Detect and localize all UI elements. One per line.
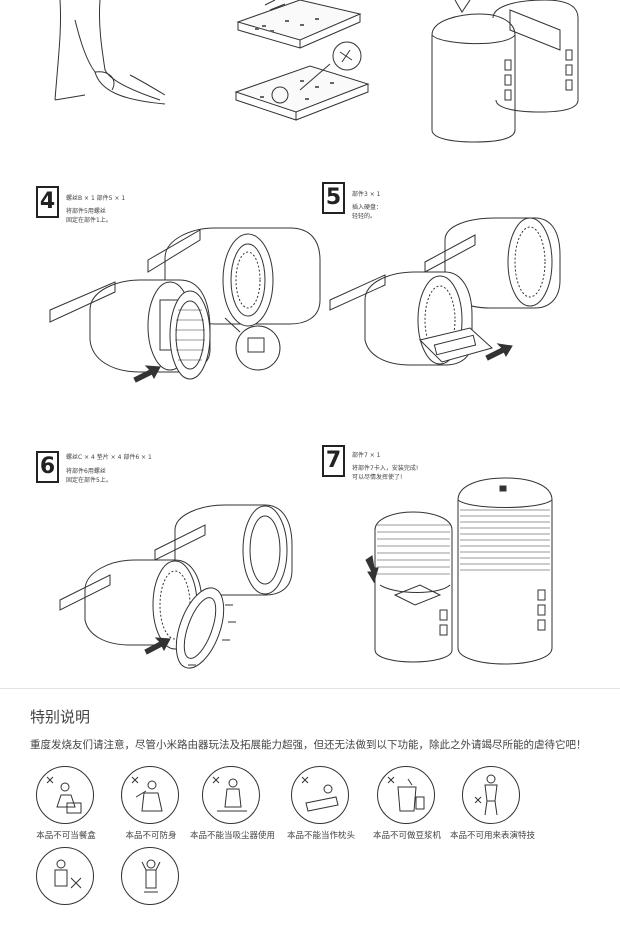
step-number: 5 — [322, 182, 345, 214]
step-instruction-line2: 可以尽情发挥使了! — [352, 474, 403, 481]
prohibition-label: 本品不可做豆浆机 — [372, 831, 441, 841]
step-parts: 螺丝C × 4 垫片 × 4 部件6 × 1 — [66, 454, 152, 461]
prohibition-item: 本品不可当餐盒 — [24, 766, 108, 844]
prohibition-label: 本品不能当作枕头 — [286, 831, 355, 841]
juggling-icon — [121, 847, 179, 905]
step-instruction-line2: 固定在部件5上。 — [66, 477, 112, 484]
section-title: 特别说明 — [30, 708, 91, 726]
step-4: 4 螺丝B × 1 部件5 × 1 将部件5用螺丝 固定在部件1上。 — [36, 186, 346, 436]
step-6: 6 螺丝C × 4 垫片 × 4 部件6 × 1 将部件6用螺丝 固定在部件5上… — [36, 447, 346, 697]
prohibition-item: 本品不可做豆浆机 — [365, 766, 449, 844]
prohibition-label: 本品不能当吸尘器使用 — [190, 831, 276, 841]
step-7-illustration — [365, 477, 553, 665]
prohibition-item: 本品不可防身 — [109, 766, 193, 844]
pillow-icon — [291, 766, 349, 824]
step-number: 7 — [322, 445, 345, 477]
step-instruction-line1: 插入硬盘： — [352, 204, 383, 211]
wrist-strap-illustration — [54, 0, 166, 105]
step-6-illustration — [59, 504, 293, 669]
router-case-illustration — [431, 0, 579, 143]
prohibition-item: 本品不能当吸尘器使用 — [190, 766, 276, 844]
vacuum-icon — [202, 766, 260, 824]
prohibition-label: 本品不可当餐盒 — [36, 831, 96, 841]
step-instruction-line1: 将部件6用螺丝 — [66, 468, 106, 475]
prohibition-item — [24, 847, 108, 925]
step-instruction-line2: 轻轻的。 — [352, 213, 377, 220]
step-instruction-line1: 将部件7卡入，安装完成! — [352, 465, 419, 472]
step-instruction-line1: 将部件5用螺丝 — [66, 208, 106, 215]
board-install-illustration — [234, 0, 370, 121]
lunchbox-icon — [36, 766, 94, 824]
stunt-icon — [462, 766, 520, 824]
step-parts: 部件3 × 1 — [352, 191, 381, 198]
cooking-icon — [36, 847, 94, 905]
prohibition-item: 本品不可用来表演特技 — [450, 766, 536, 844]
soymilk-maker-icon — [377, 766, 435, 824]
step-7: 7 部件7 × 1 将部件7卡入，安装完成! 可以尽情发挥使了! — [322, 443, 620, 693]
prohibition-label: 本品不可用来表演特技 — [450, 831, 536, 841]
prohibition-item: 本品不能当作枕头 — [279, 766, 363, 844]
step-number: 4 — [36, 186, 59, 218]
step-number: 6 — [36, 451, 59, 483]
section-description: 重度发烧友们请注意，尽管小米路由器玩法及拓展能力超强，但还无法做到以下功能，除此… — [30, 739, 587, 751]
step-parts: 螺丝B × 1 部件5 × 1 — [66, 195, 126, 202]
special-notice-section: 特别说明 重度发烧友们请注意，尽管小米路由器玩法及拓展能力超强，但还无法做到以下… — [0, 688, 620, 905]
step-5: 5 部件3 × 1 插入硬盘： 轻轻的。 — [322, 182, 620, 432]
step-5-illustration — [329, 217, 561, 366]
prohibition-label: 本品不可防身 — [125, 831, 177, 841]
step-parts: 部件7 × 1 — [352, 452, 381, 459]
step-4-illustration — [49, 227, 321, 383]
self-defense-icon — [121, 766, 179, 824]
step-instruction-line2: 固定在部件1上。 — [66, 217, 112, 224]
prohibition-item — [109, 847, 193, 925]
